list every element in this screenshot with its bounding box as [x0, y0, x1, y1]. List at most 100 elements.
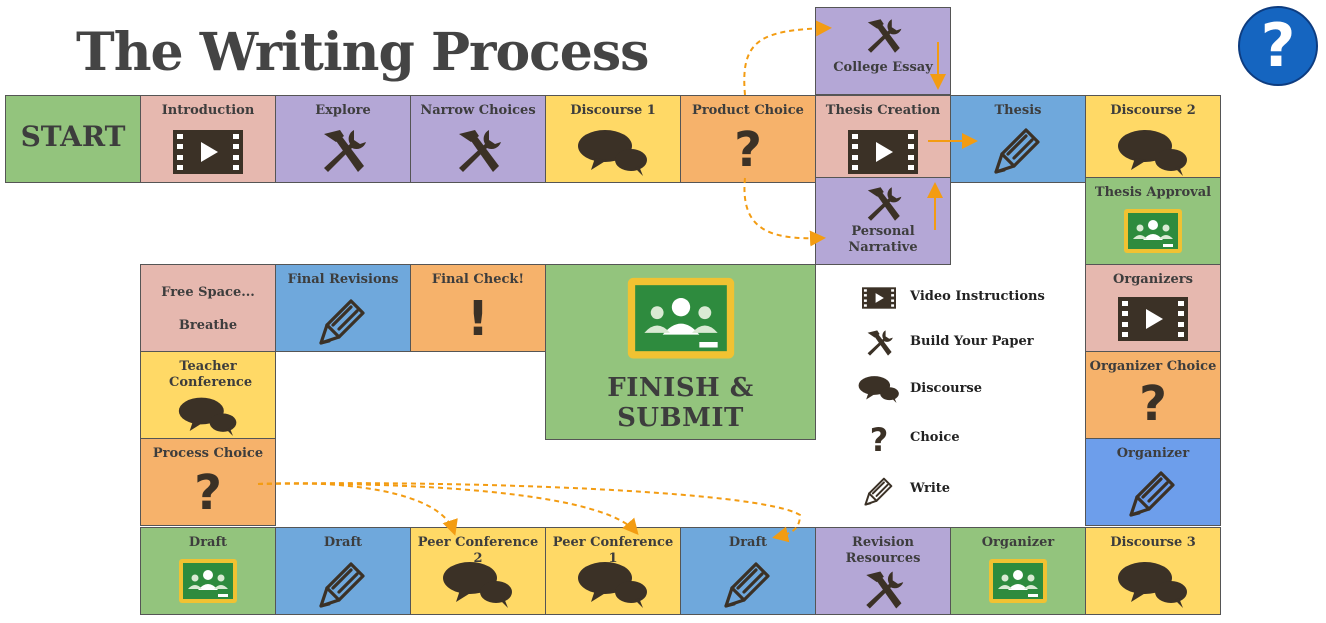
- discourse-icon: [546, 128, 680, 180]
- tile-draft-2[interactable]: Draft: [275, 527, 411, 615]
- pencil-icon: [276, 558, 410, 614]
- classroom-icon: [1086, 208, 1220, 260]
- video-icon: [855, 283, 903, 313]
- tools-icon: [816, 16, 950, 60]
- question-icon: ?: [734, 122, 762, 178]
- tile-explore[interactable]: Explore: [275, 95, 411, 183]
- discourse-icon: [141, 396, 275, 440]
- tile-free-space[interactable]: Free Space... Breathe: [140, 264, 276, 352]
- tile-final-revisions[interactable]: Final Revisions: [275, 264, 411, 352]
- tile-label: Thesis Approval: [1094, 185, 1212, 200]
- tile-label: Draft: [728, 535, 768, 550]
- tile-label: Process Choice: [152, 446, 264, 461]
- page-title: The Writing Process: [76, 22, 649, 83]
- tools-icon: [411, 126, 545, 180]
- start-label: START: [20, 120, 126, 153]
- pencil-icon: [1086, 467, 1220, 523]
- tile-label: Discourse 3: [1110, 535, 1196, 550]
- tile-product-choice[interactable]: Product Choice ?: [680, 95, 816, 183]
- tile-label: Organizers: [1113, 272, 1193, 287]
- discourse-icon: [546, 560, 680, 612]
- question-icon: ?: [1139, 376, 1167, 432]
- pencil-icon: [276, 295, 410, 351]
- pencil-icon: [681, 558, 815, 614]
- exclamation-icon: !: [467, 291, 489, 347]
- tools-icon: [816, 568, 950, 616]
- tile-label: Peer Conference 2: [417, 535, 539, 566]
- tile-label: Discourse 2: [1110, 103, 1196, 118]
- tile-label: Final Revisions: [287, 272, 399, 287]
- question-icon: ?: [869, 421, 889, 459]
- free-space-label: Free Space...: [161, 285, 255, 300]
- question-icon: ?: [194, 465, 222, 521]
- tile-label: Thesis: [994, 103, 1042, 118]
- tile-peer-conference-1[interactable]: Peer Conference 1: [545, 527, 681, 615]
- tile-discourse-1[interactable]: Discourse 1: [545, 95, 681, 183]
- arrow-product-to-narrative: [743, 177, 826, 247]
- video-icon: [816, 130, 950, 178]
- tile-label: Revision Resources: [845, 535, 921, 566]
- tools-icon: [816, 184, 950, 228]
- discourse-icon: [855, 375, 903, 405]
- tile-label: Teacher Conference: [169, 359, 253, 390]
- tile-thesis-creation[interactable]: Thesis Creation: [815, 95, 951, 183]
- tile-discourse-3[interactable]: Discourse 3: [1085, 527, 1221, 615]
- discourse-icon: [411, 560, 545, 612]
- tile-label: Organizer: [981, 535, 1055, 550]
- legend-label: Build Your Paper: [910, 334, 1034, 349]
- tile-label: Narrow Choices: [420, 103, 536, 118]
- tile-college-essay[interactable]: College Essay: [815, 7, 951, 95]
- tile-label: Explore: [315, 103, 371, 118]
- tile-label: Draft: [323, 535, 363, 550]
- classroom-icon: [141, 558, 275, 610]
- tile-organizer-blue[interactable]: Organizer: [1085, 438, 1221, 526]
- tile-organizer-green[interactable]: Organizer: [950, 527, 1086, 615]
- legend-label: Discourse: [910, 381, 983, 396]
- tile-organizers[interactable]: Organizers: [1085, 264, 1221, 352]
- tile-label: Final Check!: [431, 272, 525, 287]
- tile-start[interactable]: START: [5, 95, 141, 183]
- tile-label: Organizer Choice: [1089, 359, 1217, 374]
- finish-label: FINISH & SUBMIT: [607, 373, 754, 433]
- tile-draft-1[interactable]: Draft: [140, 527, 276, 615]
- tile-discourse-2[interactable]: Discourse 2: [1085, 95, 1221, 183]
- tile-process-choice[interactable]: Process Choice ?: [140, 438, 276, 526]
- discourse-icon: [1086, 560, 1220, 612]
- tile-label: Draft: [188, 535, 228, 550]
- video-icon: [1086, 297, 1220, 345]
- tile-finish[interactable]: FINISH & SUBMIT: [545, 264, 816, 440]
- tile-teacher-conference[interactable]: Teacher Conference: [140, 351, 276, 439]
- help-button[interactable]: ?: [1238, 6, 1318, 86]
- tile-final-check[interactable]: Final Check! !: [410, 264, 546, 352]
- tile-narrow-choices[interactable]: Narrow Choices: [410, 95, 546, 183]
- tile-label: Peer Conference 1: [552, 535, 674, 566]
- tile-label: Product Choice: [692, 103, 804, 118]
- tile-label: Introduction: [161, 103, 255, 118]
- legend-label: Video Instructions: [910, 289, 1045, 304]
- tile-organizer-choice[interactable]: Organizer Choice ?: [1085, 351, 1221, 439]
- tile-label: Organizer: [1116, 446, 1190, 461]
- pencil-icon: [951, 124, 1085, 180]
- tools-icon: [276, 126, 410, 180]
- video-icon: [141, 130, 275, 178]
- classroom-icon: [546, 275, 815, 369]
- tile-label: College Essay: [833, 60, 933, 75]
- tile-label: Personal Narrative: [848, 224, 918, 255]
- pencil-icon: [855, 475, 903, 505]
- discourse-icon: [1086, 128, 1220, 180]
- tile-introduction[interactable]: Introduction: [140, 95, 276, 183]
- tile-thesis-approval[interactable]: Thesis Approval: [1085, 177, 1221, 265]
- arrow-process-to-peer2: [257, 482, 458, 536]
- tile-draft-3[interactable]: Draft: [680, 527, 816, 615]
- tile-label: Thesis Creation: [825, 103, 941, 118]
- tile-thesis[interactable]: Thesis: [950, 95, 1086, 183]
- breathe-label: Breathe: [178, 318, 238, 333]
- tile-label: Discourse 1: [570, 103, 656, 118]
- legend-label: Choice: [910, 430, 960, 445]
- classroom-icon: [951, 558, 1085, 610]
- tile-revision-resources[interactable]: Revision Resources: [815, 527, 951, 615]
- tile-personal-narrative[interactable]: Personal Narrative: [815, 177, 951, 265]
- legend-label: Write: [910, 481, 951, 496]
- arrow-process-to-peer1: [257, 482, 639, 536]
- tile-peer-conference-2[interactable]: Peer Conference 2: [410, 527, 546, 615]
